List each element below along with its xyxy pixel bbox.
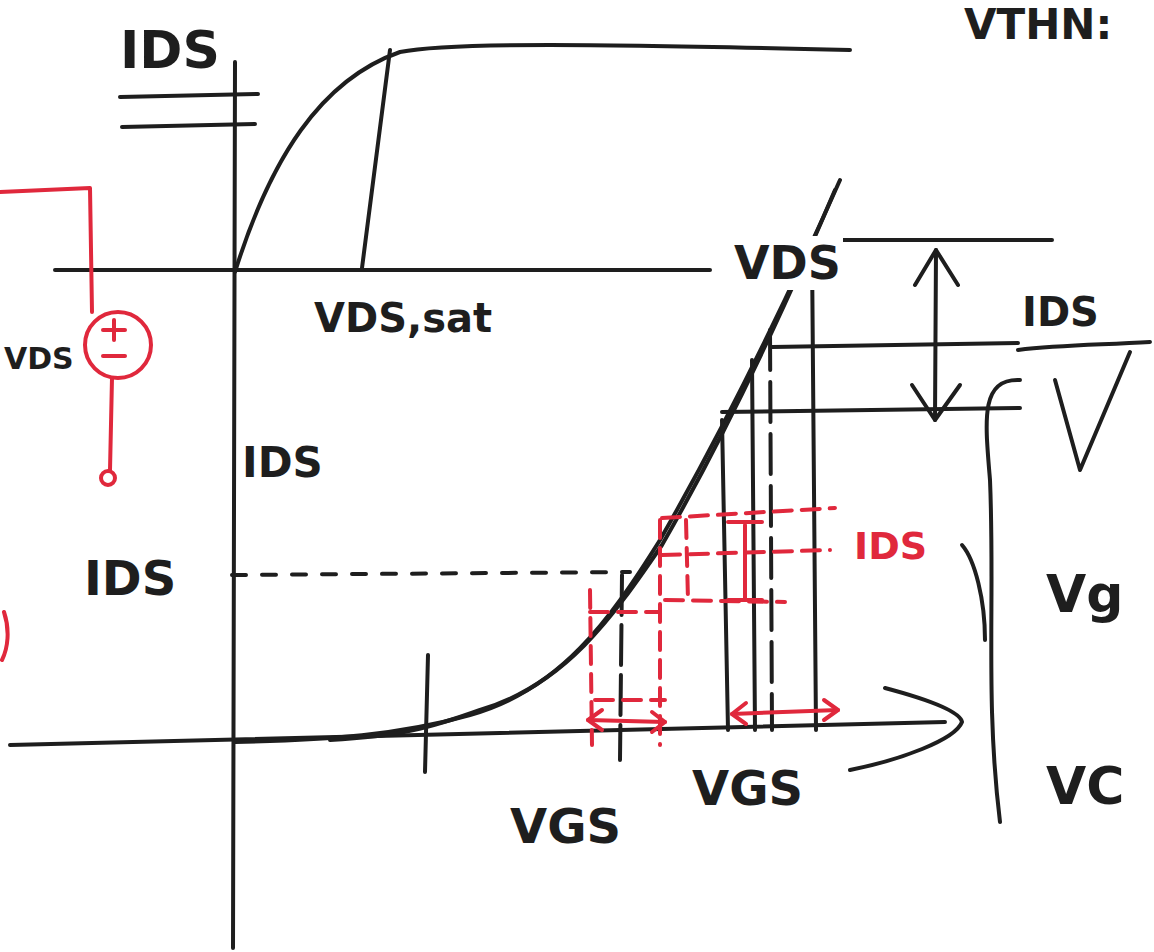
projection-line [772,343,1018,347]
label-box: Vg [1044,566,1125,623]
handwritten-label: VDS [732,236,843,290]
delta-arrow [935,250,936,420]
handwritten-label: VDS,sat [312,295,494,341]
label-box: IDS [240,440,325,486]
vdsat-marker [362,50,390,268]
projection-line [232,572,630,575]
label-box: VC [1044,758,1126,815]
delta-arrow [728,520,762,524]
wire [110,378,112,470]
x-axis [55,268,710,272]
arrow-head [652,712,665,732]
handwritten-label: VTHN: [962,0,1114,49]
delta-box [686,520,688,600]
label-box: IDS [1020,290,1101,334]
bracket [962,545,985,640]
handwritten-mark [1055,352,1130,470]
delta-box [662,508,835,518]
delta-arrow [588,720,665,722]
bracket [987,380,1020,822]
delta-box [590,610,660,614]
delta-box [665,600,785,602]
delta-arrow [743,525,747,598]
minus-sign [103,354,125,358]
projection-line [752,360,755,730]
delta-arrow [732,710,838,714]
handwritten-label: IDS [240,438,325,487]
label-box: IDS [82,552,178,605]
underline [120,94,258,97]
arrow-head [824,700,838,720]
wire [0,188,92,312]
handwritten-label: VC [1044,756,1126,816]
arrow-head [588,710,602,730]
handwritten-label: Vg [1044,564,1125,624]
plus-sign [112,320,116,340]
arrow-head [912,385,960,420]
voltage-source [85,312,151,378]
handwritten-label: IDS [852,524,929,568]
projection-line [722,420,728,730]
vth-tick [425,655,428,772]
handwritten-label: VGS [690,760,805,816]
label-box: VDS [732,238,843,289]
label-box: VDS,sat [312,296,494,340]
handwritten-label: IDS [1020,289,1101,335]
projection-line [770,330,772,730]
handwritten-label: VDS [2,341,76,376]
projection-line [722,408,1020,412]
label-box: VDS [2,342,76,375]
delta-arrow [728,598,762,602]
x-axis [10,722,945,745]
label-box: VGS [508,800,623,853]
projection-line [620,575,622,760]
label-box: IDS [852,526,929,568]
bracket [1018,342,1150,350]
handwritten-label: VGS [508,798,623,854]
y-axis [233,62,235,948]
arrow-head [732,703,746,724]
handwritten-label: IDS [82,550,178,606]
terminal [101,471,115,485]
axis-arrow [850,688,962,770]
mark [2,612,8,660]
delta-box [595,698,665,702]
label-box: IDS [118,22,222,79]
handwritten-label: IDS [118,20,222,80]
arrow-head [915,250,958,285]
label-box: VGS [690,762,805,815]
label-box: VTHN: [962,2,1114,48]
projection-line [812,250,816,730]
